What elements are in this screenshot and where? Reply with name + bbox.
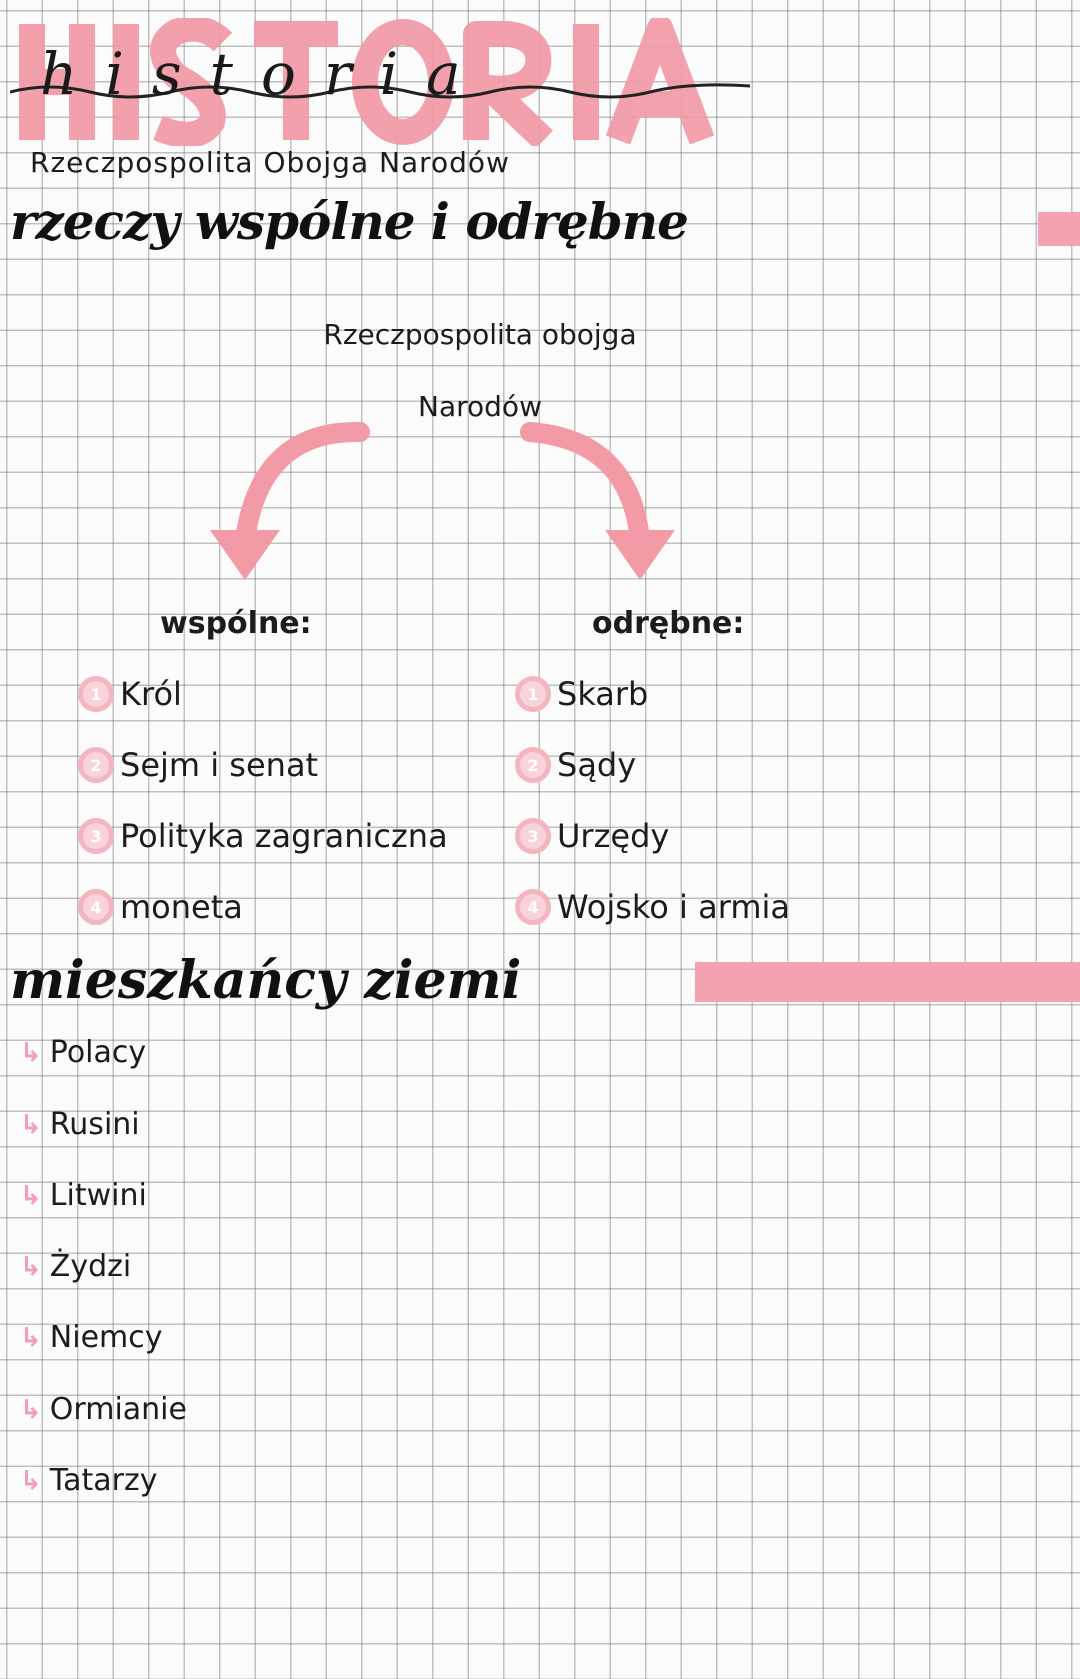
number-badge: 4 bbox=[515, 889, 551, 925]
item-text: moneta bbox=[120, 888, 243, 926]
item-text: Urzędy bbox=[557, 817, 670, 855]
title-script: historia bbox=[40, 40, 489, 108]
inhabitant-item: ↳Niemcy bbox=[20, 1320, 163, 1355]
diagram-arrows bbox=[210, 421, 675, 580]
inhabitant-item: ↳Litwini bbox=[20, 1178, 147, 1213]
return-arrow-icon: ↳ bbox=[20, 1180, 42, 1211]
item-text: Rusini bbox=[49, 1107, 140, 1142]
arrow-right-icon bbox=[520, 422, 675, 580]
item-text: Polacy bbox=[49, 1035, 147, 1070]
item-text: Niemcy bbox=[49, 1320, 163, 1355]
item-text: Sejm i senat bbox=[120, 746, 319, 784]
inhabitant-item: ↳Tatarzy bbox=[20, 1463, 158, 1498]
common-label: wspólne: bbox=[160, 606, 312, 641]
return-arrow-icon: ↳ bbox=[20, 1394, 42, 1425]
item-text: Sądy bbox=[557, 746, 637, 784]
subtitle: Rzeczpospolita Obojga Narodów bbox=[30, 146, 510, 179]
item-text: Litwini bbox=[49, 1178, 147, 1213]
title-block-letters-drawing bbox=[19, 18, 715, 146]
number-badge: 2 bbox=[78, 747, 114, 783]
return-arrow-icon: ↳ bbox=[20, 1251, 42, 1282]
number-badge: 3 bbox=[78, 818, 114, 854]
separate-label: odrębne: bbox=[592, 606, 745, 641]
item-text: Żydzi bbox=[49, 1249, 132, 1284]
inhabitant-item: ↳Żydzi bbox=[20, 1249, 131, 1284]
item-text: Król bbox=[120, 675, 182, 713]
diagram-root-line1: Rzeczpospolita obojga bbox=[323, 318, 637, 351]
item-text: Ormianie bbox=[49, 1392, 187, 1427]
highlight-bar bbox=[1038, 212, 1080, 246]
number-badge: 1 bbox=[515, 676, 551, 712]
highlight-bar bbox=[695, 962, 1080, 1002]
number-badge: 3 bbox=[515, 818, 551, 854]
item-text: Skarb bbox=[557, 675, 649, 713]
arrow-left-icon bbox=[210, 421, 370, 580]
item-text: Tatarzy bbox=[49, 1463, 158, 1498]
return-arrow-icon: ↳ bbox=[20, 1322, 42, 1353]
item-text: Wojsko i armia bbox=[557, 888, 790, 926]
inhabitant-item: ↳Polacy bbox=[20, 1035, 146, 1070]
number-badge: 1 bbox=[78, 676, 114, 712]
return-arrow-icon: ↳ bbox=[20, 1465, 42, 1496]
script-underline bbox=[10, 83, 750, 99]
section-heading-inhabitants: mieszkańcy ziemi bbox=[10, 950, 522, 1011]
diagram-root-line2: Narodów bbox=[418, 390, 542, 423]
item-text: Polityka zagraniczna bbox=[120, 817, 448, 855]
inhabitant-item: ↳Ormianie bbox=[20, 1392, 187, 1427]
return-arrow-icon: ↳ bbox=[20, 1109, 42, 1140]
number-badge: 4 bbox=[78, 889, 114, 925]
number-badge: 2 bbox=[515, 747, 551, 783]
return-arrow-icon: ↳ bbox=[20, 1037, 42, 1068]
section-heading-common-separate: rzeczy wspólne i odrębne bbox=[10, 192, 689, 251]
inhabitant-item: ↳Rusini bbox=[20, 1107, 140, 1142]
